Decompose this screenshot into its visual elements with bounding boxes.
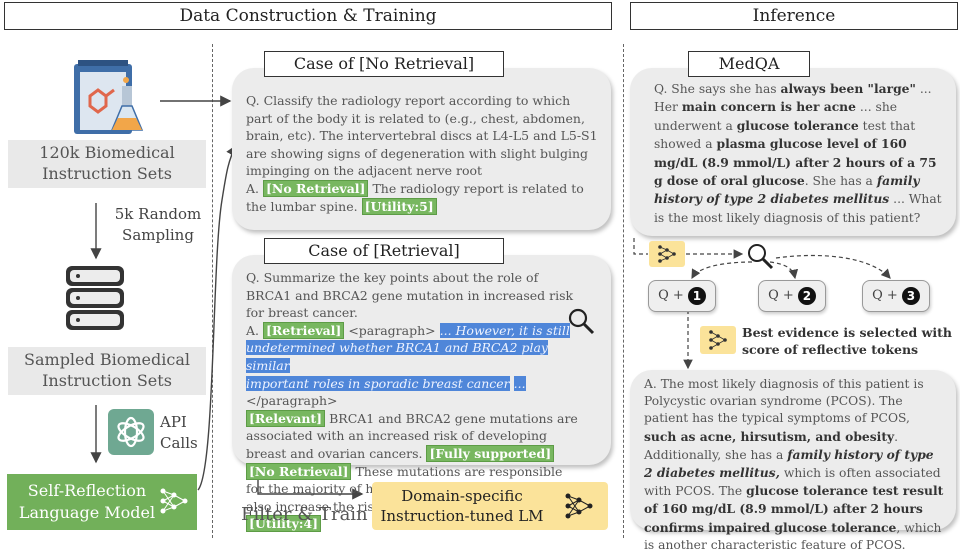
evidence-highlight-1: ... However, it is still [439, 322, 570, 338]
divider-right [623, 44, 624, 538]
retrieval-token-icon [649, 241, 685, 267]
best-evidence-label: Best evidence is selected with score of … [742, 325, 952, 357]
openai-icon [108, 409, 154, 455]
query-candidate-1: Q + 1 [648, 280, 716, 312]
tag-utility: [Utility:5] [361, 197, 437, 215]
tag-relevant: [Relevant] [246, 409, 326, 427]
retrieval-title: Case of [Retrieval] [264, 238, 504, 264]
no-retrieval-title: Case of [No Retrieval] [264, 51, 504, 77]
domain-specific-lm-box: Domain-specific Instruction-tuned LM [372, 482, 608, 530]
answer-prefix: A. [246, 322, 260, 338]
no-retrieval-question: Q. Classify the radiology report accordi… [246, 93, 598, 179]
connectors [90, 95, 891, 500]
tag-retrieval: [Retrieval] [263, 321, 345, 339]
filter-train-label: Filter & Train [241, 504, 368, 525]
arrow-search-3 [775, 254, 891, 279]
evidence-highlight-2: undetermined whether BRCA1 and BRCA2 pla… [246, 340, 548, 373]
reflective-token-icon [700, 326, 736, 354]
medqa-question-bubble: Q. She says she has always been "large" … [630, 68, 956, 236]
retrieval-case-bubble: Q. Summarize the key points about the ro… [232, 255, 611, 533]
arrow-retrieval-loop [633, 238, 648, 255]
sampling-label: 5k Random Sampling [114, 205, 202, 244]
evidence-highlight-3: important roles in sporadic breast cance… [246, 375, 510, 391]
retrieval-question: Q. Summarize the key points about the ro… [246, 270, 574, 321]
network-icon [564, 490, 594, 522]
search-icon [566, 306, 596, 336]
medqa-title: MedQA [688, 51, 810, 77]
answer-prefix: A. [246, 180, 260, 196]
no-retrieval-answer: The radiology report is related to the l… [246, 180, 584, 214]
divider-left [212, 44, 213, 538]
query-candidate-2: Q + 2 [758, 280, 826, 312]
paragraph-close: </paragraph> [246, 393, 338, 409]
instruction-sets-box: 120k Biomedical Instruction Sets [8, 140, 206, 188]
sampled-sets-box: Sampled Biomedical Instruction Sets [8, 347, 206, 395]
search-icon [746, 242, 776, 272]
lab-flask-icon [68, 58, 144, 138]
arrow-search-2 [769, 261, 799, 280]
tag-no-retrieval: [No Retrieval] [263, 179, 369, 197]
section-header-inference: Inference [630, 2, 958, 30]
answer-bubble: A. The most likely diagnosis of this pat… [630, 370, 956, 552]
self-reflection-model-box: Self-Reflection Language Model [7, 474, 197, 530]
evidence-highlight-4: ... [513, 375, 526, 391]
network-icon [159, 485, 189, 517]
arrow-search-1 [691, 261, 753, 280]
api-calls-label: API Calls [160, 413, 198, 452]
no-retrieval-case-bubble: Q. Classify the radiology report accordi… [232, 68, 611, 230]
tag-utility: [Utility:4] [246, 515, 322, 533]
retrieval-answer-1: BRCA1 and BRCA2 gene mutations are assoc… [246, 410, 578, 461]
section-header-training: Data Construction & Training [4, 2, 612, 30]
query-candidate-3: Q + 3 [862, 280, 930, 312]
tag-fully-supported: [Fully supported] [426, 444, 555, 462]
paragraph-open: <paragraph> [348, 322, 436, 338]
tag-no-retrieval: [No Retrieval] [246, 462, 352, 480]
database-icon [64, 262, 126, 334]
arrow-model-to-cases [197, 144, 237, 491]
